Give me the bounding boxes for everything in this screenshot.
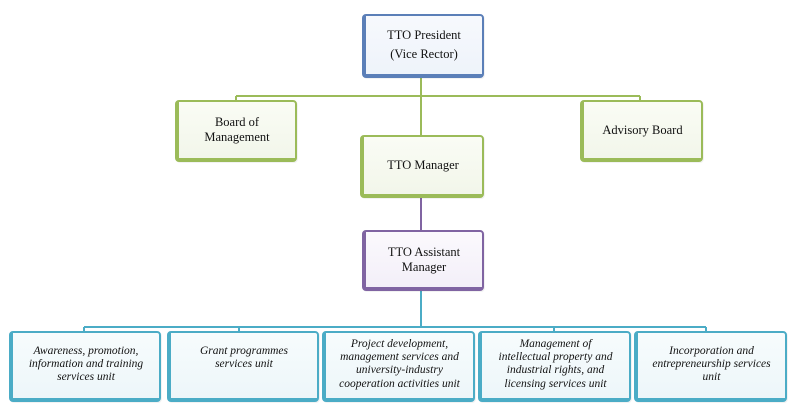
unit-intellectual-property-line4: licensing services unit [504, 377, 607, 390]
unit-intellectual-property-line3: industrial rights, and [506, 364, 605, 377]
tto-assistant-manager-line2: Manager [401, 259, 447, 274]
board-of-management-box: Board of Management [175, 100, 297, 162]
unit-project-development-line4: cooperation activities unit [339, 377, 460, 390]
unit-incorporation-line1: Incorporation and [669, 345, 754, 357]
unit-project-development-line1: Project development, [350, 338, 449, 350]
board-of-management-line1: Board of [214, 115, 260, 129]
unit-awareness-line3: services unit [57, 371, 115, 384]
unit-intellectual-property-line2: intellectual property and [498, 351, 613, 364]
unit-awareness-line1: Awareness, promotion, [33, 345, 139, 357]
unit-incorporation-box: Incorporation and entrepreneurship servi… [634, 331, 787, 402]
unit-grant-programmes-box: Grant programmes services unit [167, 331, 319, 402]
unit-project-development-line2: management services and [340, 351, 459, 364]
tto-assistant-manager-line1: TTO Assistant [387, 244, 461, 259]
unit-intellectual-property-box: Management of intellectual property and … [478, 331, 631, 402]
board-of-management-line2: Management [204, 130, 270, 144]
unit-grant-programmes-line2: services unit [215, 358, 273, 371]
tto-president-box: TTO President (Vice Rector) [362, 14, 484, 78]
tto-president-line2: (Vice Rector) [390, 47, 458, 61]
advisory-board-box: Advisory Board [580, 100, 703, 162]
unit-project-development-line3: university-industry [356, 364, 443, 377]
tto-president-line1: TTO President [387, 28, 461, 43]
unit-awareness-line2: information and training [28, 358, 144, 371]
unit-project-development-box: Project development, management services… [322, 331, 475, 402]
tto-assistant-manager-box: TTO Assistant Manager [362, 230, 484, 291]
unit-incorporation-line3: unit [702, 371, 721, 384]
tto-manager-box: TTO Manager [360, 135, 484, 198]
unit-awareness-box: Awareness, promotion, information and tr… [9, 331, 161, 402]
tto-manager-label: TTO Manager [387, 158, 459, 172]
advisory-board-label: Advisory Board [602, 122, 683, 137]
unit-grant-programmes-line1: Grant programmes [199, 345, 289, 357]
unit-incorporation-line2: entrepreneurship services [652, 358, 771, 371]
unit-intellectual-property-line1: Management of [519, 338, 592, 350]
